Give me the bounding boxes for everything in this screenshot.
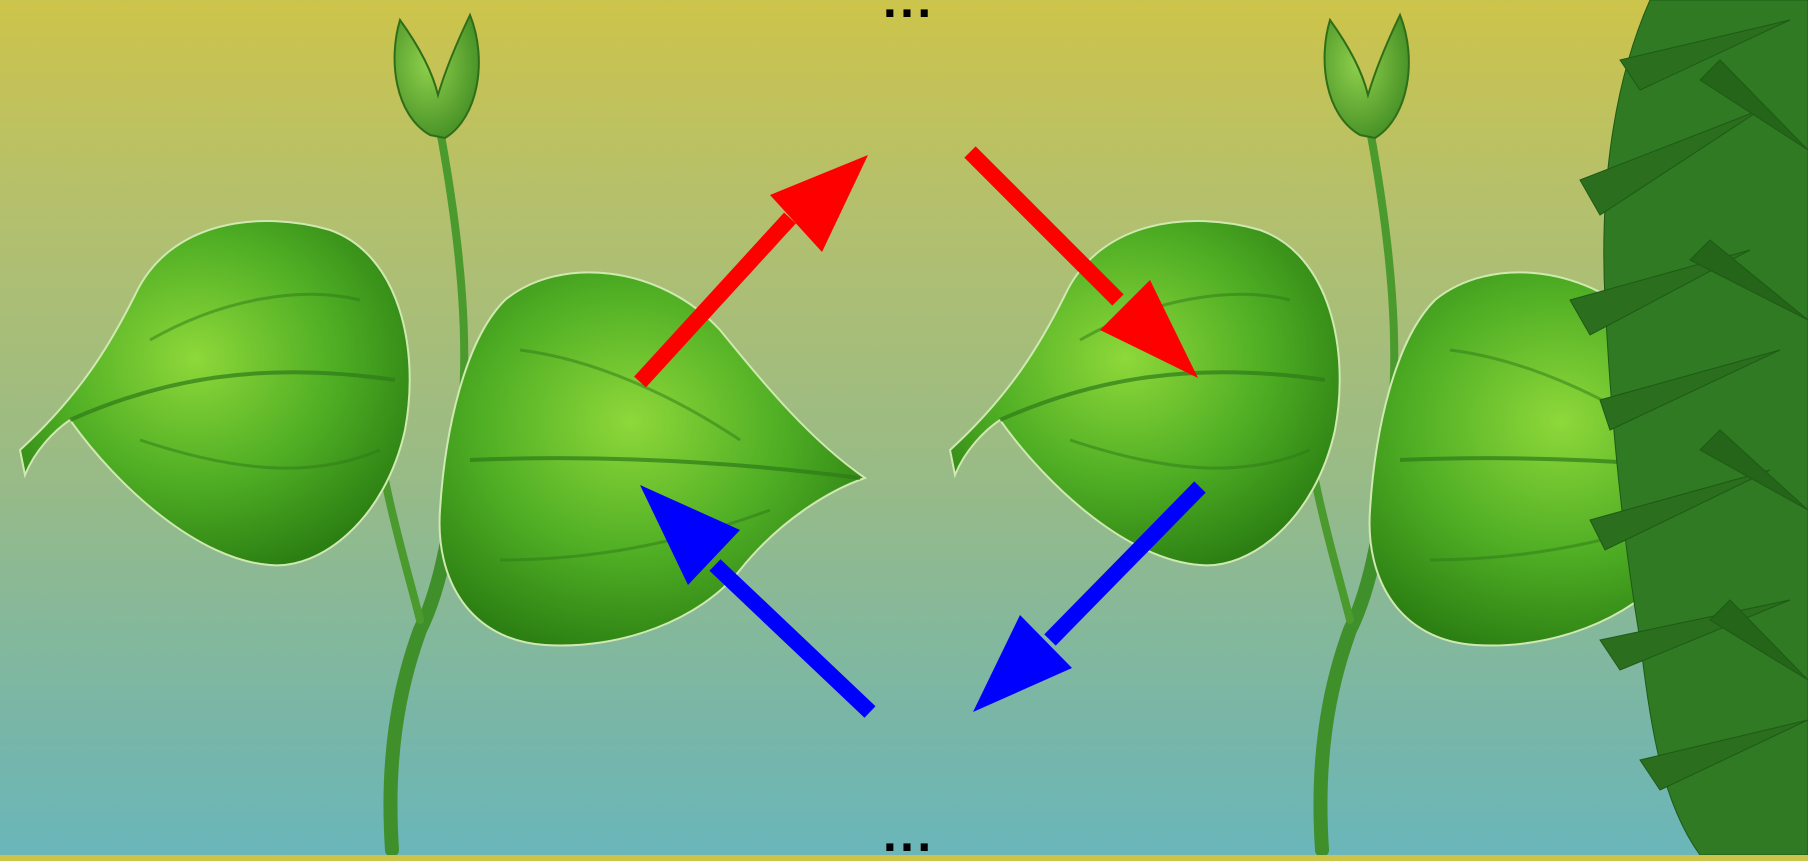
blue-arrow-down-left bbox=[973, 487, 1200, 712]
betel-leaf-plant-left bbox=[20, 15, 865, 850]
ellipsis-bottom: ... bbox=[848, 818, 968, 858]
red-arrow-up bbox=[640, 155, 868, 382]
ellipsis-top: ... bbox=[848, 0, 968, 24]
